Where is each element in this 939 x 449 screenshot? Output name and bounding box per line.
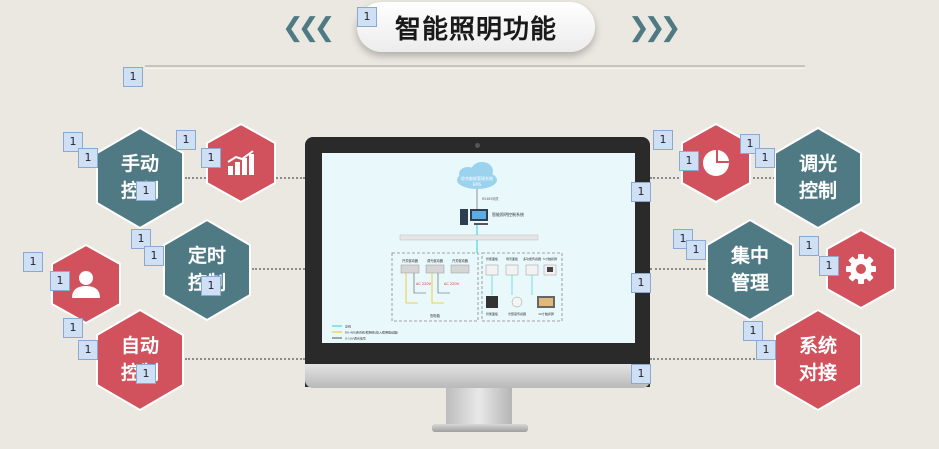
device-label-4: 5寸触摸屏: [543, 256, 557, 261]
system-label-line2: 对接: [798, 362, 837, 384]
marker-badge: 1: [743, 321, 763, 341]
light-sensor-device: [511, 296, 523, 308]
timer-label-line1: 定时: [187, 245, 226, 267]
lighting-system-diagram: 综合能耗管理系统 EMS RS485网关 智能照明控制系统 开关驱动器 调光驱动…: [322, 153, 635, 343]
connector-central: [650, 268, 705, 270]
dimming-label-line2: 控制: [798, 180, 837, 202]
device-label-5: 智能面板: [486, 311, 498, 316]
marker-badge: 1: [144, 246, 164, 266]
monitor-screen: 综合能耗管理系统 EMS RS485网关 智能照明控制系统 开关驱动器 调光驱动…: [322, 153, 635, 343]
connector-auto: [185, 358, 305, 360]
marker-badge: 1: [123, 67, 143, 87]
power-label-1: AC 220V: [416, 282, 432, 286]
manual-label-line1: 手动: [120, 153, 159, 175]
top-link-label: RS485网关: [482, 196, 500, 201]
bar-chart-hexagon: [205, 122, 277, 204]
manual-control-hexagon[interactable]: 手动控制: [95, 126, 185, 230]
legend-item-2: RS-485通讯线/照明线(接入照明驱动器): [345, 330, 398, 335]
marker-badge: 1: [50, 271, 70, 291]
header-divider: [145, 65, 805, 67]
pie-chart-icon: [703, 150, 729, 176]
marker-badge: 1: [63, 132, 83, 152]
monitor-stand-foot: [432, 424, 528, 432]
legend-item-3: 0-10V调光信号: [345, 336, 366, 341]
marker-badge: 1: [819, 256, 839, 276]
device-label-2: 场景面板: [506, 256, 518, 261]
device-label-7: 10寸触摸屏: [538, 311, 554, 316]
marker-badge: 1: [78, 340, 98, 360]
module-label-1: 开关驱动器: [402, 258, 419, 263]
marker-badge: 1: [201, 276, 221, 296]
cloud-icon: [457, 162, 497, 189]
system-label-line1: 系统: [798, 335, 837, 357]
central-label-line1: 集中: [730, 245, 769, 267]
marker-badge: 1: [686, 240, 706, 260]
monitor-chin: [305, 364, 650, 388]
marker-badge: 1: [631, 364, 651, 384]
marker-badge: 1: [136, 364, 156, 384]
right-chevrons-decoration: ❯❯❯: [628, 13, 681, 43]
user-icon: [72, 271, 100, 298]
marker-badge: 1: [131, 229, 151, 249]
module-label-2: 调光驱动器: [427, 258, 444, 263]
marker-badge: 1: [631, 182, 651, 202]
left-chevrons-decoration: ❮❮❮: [282, 13, 335, 43]
left-group-box: [391, 252, 479, 322]
right-group-box: [481, 252, 563, 322]
device-label-1: 智能面板: [486, 256, 498, 261]
gear-hexagon: [825, 228, 897, 310]
central-management-hexagon[interactable]: 集中管理: [705, 218, 795, 322]
auto-label-line1: 自动: [120, 335, 159, 357]
marker-badge: 1: [756, 340, 776, 360]
marker-badge: 1: [799, 236, 819, 256]
gear-icon: [846, 254, 876, 284]
page-title: 智能照明功能: [394, 14, 557, 45]
cloud-label: 综合能耗管理系统: [461, 175, 493, 181]
marker-badge: 1: [679, 151, 699, 171]
device-label-6: 光照度传感器: [508, 311, 526, 316]
module-label-3: 开关驱动器: [452, 258, 469, 263]
marker-badge: 1: [653, 130, 673, 150]
central-label-line2: 管理: [730, 272, 769, 294]
timer-control-hexagon[interactable]: 定时控制: [162, 218, 252, 322]
dimming-label-line1: 调光: [798, 153, 837, 175]
header-divider-highlight: [145, 68, 805, 69]
marker-badge: 1: [176, 130, 196, 150]
bus-bar: [399, 234, 539, 241]
connector-timer: [252, 268, 305, 270]
marker-badge: 1: [63, 318, 83, 338]
smart-panel-device: [486, 296, 498, 308]
marker-badge: 1: [357, 7, 377, 27]
bar-chart-icon: [227, 150, 254, 175]
auto-control-hexagon[interactable]: 自动控制: [95, 308, 185, 412]
user-hexagon: [50, 243, 122, 325]
cloud-sublabel: EMS: [473, 182, 482, 187]
device-label-3: 多功能传感器: [523, 256, 541, 261]
pc-tower: [460, 209, 468, 225]
legend-item-1: 总线: [345, 324, 351, 329]
marker-badge: 1: [201, 148, 221, 168]
marker-badge: 1: [78, 148, 98, 168]
dimming-control-hexagon[interactable]: 调光控制: [773, 126, 863, 230]
connector-system: [650, 358, 775, 360]
marker-badge: 1: [23, 252, 43, 272]
marker-badge: 1: [136, 181, 156, 201]
pc-label: 智能照明控制系统: [492, 211, 524, 217]
marker-badge: 1: [631, 273, 651, 293]
title-pill: 智能照明功能: [357, 2, 595, 52]
left-group-label: 配电箱: [430, 313, 440, 318]
power-label-2: AC 220V: [444, 282, 460, 286]
monitor-stand-neck: [446, 388, 512, 428]
system-integration-hexagon[interactable]: 系统对接: [773, 308, 863, 412]
camera-dot: [475, 143, 480, 148]
marker-badge: 1: [755, 148, 775, 168]
